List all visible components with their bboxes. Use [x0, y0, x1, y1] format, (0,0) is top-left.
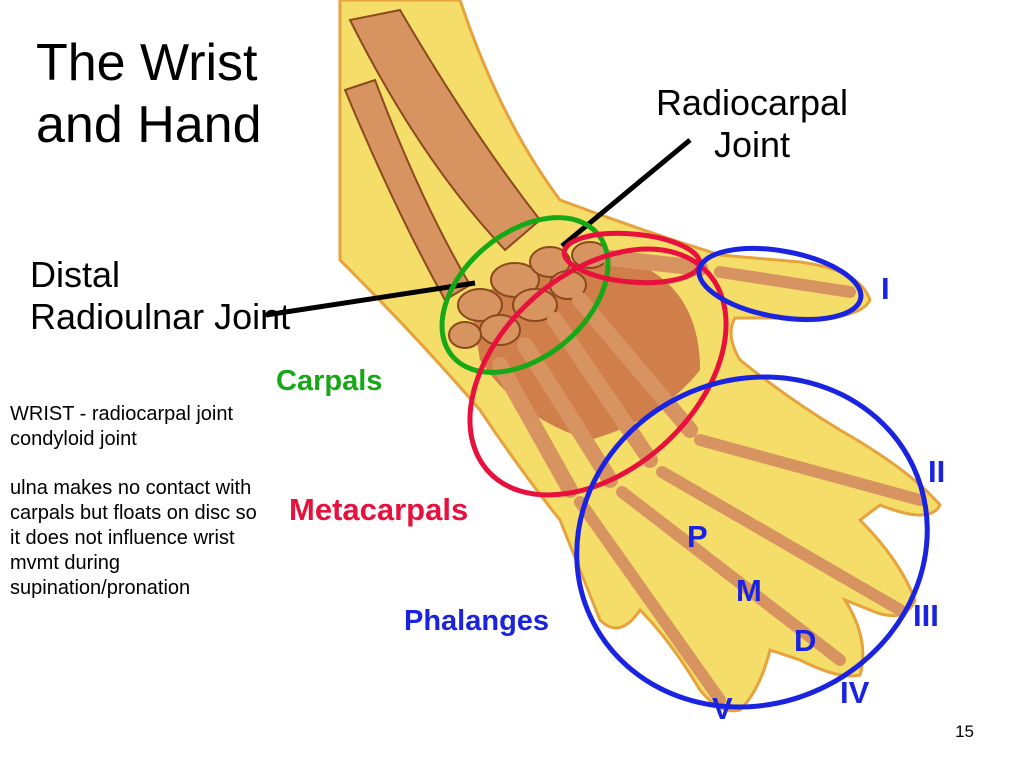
phalanx-bones — [574, 266, 926, 706]
notes-text: WRIST - radiocarpal joint condyloid join… — [10, 402, 305, 601]
thumb-ring — [696, 246, 864, 322]
digit-label-index: II — [928, 454, 946, 489]
radiocarpal-pointer-line — [560, 138, 692, 248]
radius-bone — [348, 8, 542, 252]
hand-drawing — [338, 0, 942, 713]
radiocarpal-joint-label: Radiocarpal Joint — [655, 82, 849, 165]
proximal-phalanx-label: P — [687, 519, 708, 554]
distal-phalanx-label: D — [794, 623, 817, 658]
notes-line: ulna makes no contact with — [10, 477, 252, 499]
metacarpals-ring — [467, 246, 729, 498]
notes-line: condyloid joint — [10, 428, 137, 450]
metacarpals-label: Metacarpals — [289, 492, 469, 527]
phalanges-label: Phalanges — [404, 605, 550, 637]
notes-line: WRIST - radiocarpal joint — [10, 403, 234, 425]
page-number: 15 — [955, 722, 974, 741]
distal-radioulnar-joint-label: Distal Radioulnar Joint — [30, 254, 291, 337]
digit-label-ring: IV — [840, 675, 870, 710]
carpals-label: Carpals — [276, 365, 383, 397]
distal-radioulnar-pointer-line — [265, 280, 476, 318]
digit-label-middle: III — [913, 598, 939, 633]
notes-line: mvmt during — [10, 552, 121, 574]
digit-label-little: V — [712, 691, 733, 726]
phalanges-ring — [574, 374, 930, 710]
slide-title: The Wrist and Hand — [36, 32, 262, 156]
title-line-1: The Wrist — [36, 34, 258, 92]
notes-line: supination/pronation — [10, 577, 191, 599]
notes-line: it does not influence wrist — [10, 527, 235, 549]
metacarpal-bones — [492, 250, 708, 498]
notes-line: carpals but floats on disc so — [10, 502, 257, 524]
middle-phalanx-label: M — [736, 573, 762, 608]
digit-label-thumb: I — [881, 271, 890, 306]
title-line-2: and Hand — [36, 96, 262, 154]
